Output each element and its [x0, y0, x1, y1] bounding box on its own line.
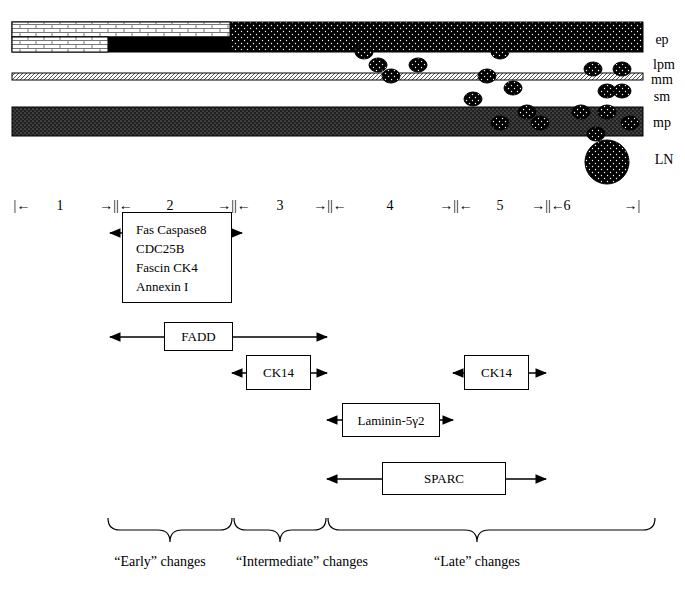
marker-text: FADD: [181, 327, 215, 346]
stage-bracket: →||←: [439, 198, 473, 214]
marker-box: FADD: [164, 322, 233, 351]
marker-box: Laminin-5γ2: [342, 403, 440, 437]
marker-text: SPARC: [424, 469, 464, 488]
phase-caption: “Intermediate” changes: [236, 554, 368, 570]
stage-bracket: →||←: [217, 198, 251, 214]
stage-bracket: |←: [14, 198, 31, 214]
stage-bracket: →||←: [99, 198, 133, 214]
stage-number: 1: [57, 198, 64, 214]
phase-caption: “Late” changes: [434, 554, 520, 570]
stage-number: 3: [277, 198, 284, 214]
layer-label: lpm: [653, 57, 675, 73]
phase-caption: “Early” changes: [114, 554, 205, 570]
stage-number: 4: [387, 198, 394, 214]
layer-label: LN: [655, 152, 674, 168]
marker-text: CK14: [263, 363, 294, 382]
marker-box: CK14: [246, 355, 311, 390]
marker-box: SPARC: [382, 462, 506, 495]
marker-text: Fas Caspase8 CDC25B Fascin CK4 Annexin I: [136, 220, 218, 296]
layer-label: ep: [655, 32, 668, 48]
stage-bracket: →||←: [531, 198, 565, 214]
stage-bracket: →||←: [313, 198, 347, 214]
stage-number: 6: [564, 198, 571, 214]
stage-bracket: →|: [624, 198, 641, 214]
layer-label: sm: [654, 89, 670, 105]
layer-label: mm: [651, 72, 673, 88]
stage-number: 5: [497, 198, 504, 214]
marker-box: CK14: [464, 355, 529, 390]
marker-text: Laminin-5γ2: [357, 411, 424, 430]
layer-label: mp: [653, 115, 671, 131]
marker-box: Fas Caspase8 CDC25B Fascin CK4 Annexin I: [122, 212, 232, 303]
marker-text: CK14: [481, 363, 512, 382]
stage-number: 2: [167, 198, 174, 214]
